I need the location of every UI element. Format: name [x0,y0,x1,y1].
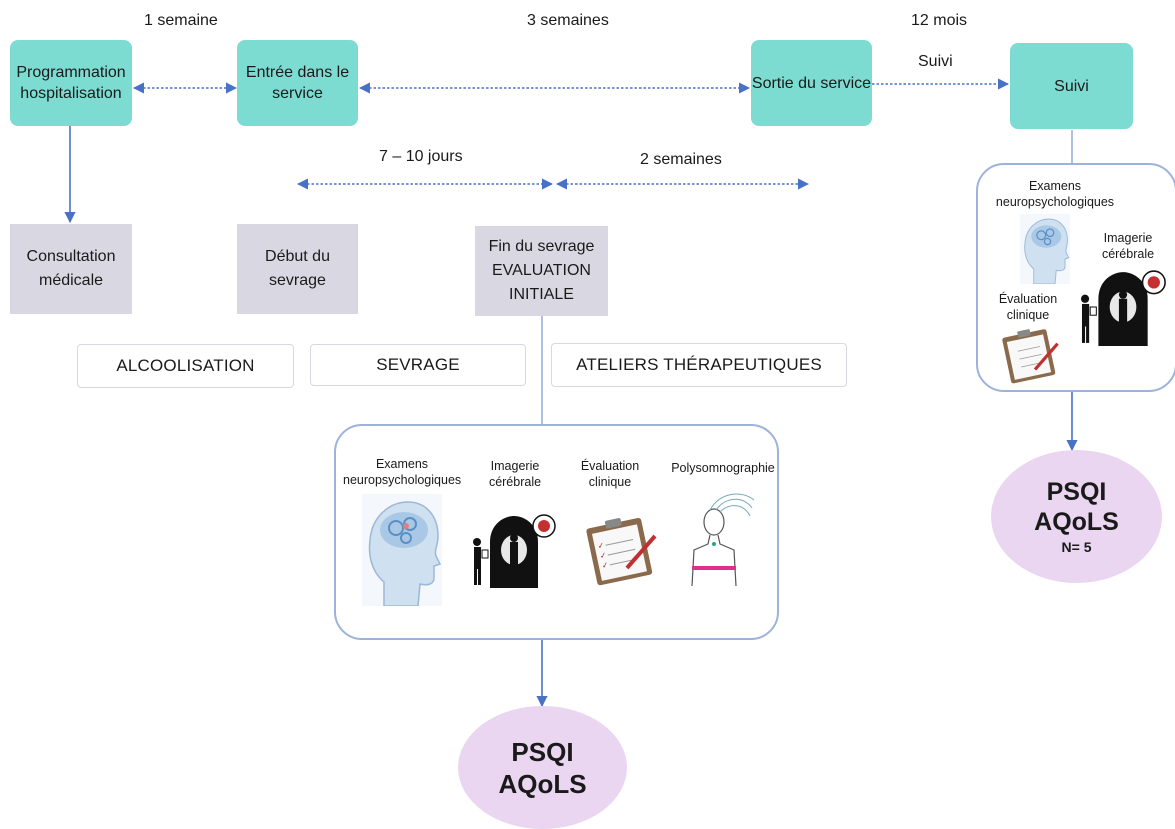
eval-clinique-label: Évaluation clinique [580,459,640,489]
step-suivi: Suivi [1010,43,1133,129]
step-sortie-label: Sortie du service [751,74,872,92]
mri-scanner-icon [473,514,556,588]
outcome-suivi-n: N= 5 [1061,538,1092,555]
step-entree-label: Entrée dans le service [245,64,350,102]
outcome-initial: PSQI AQoLS [458,706,627,829]
outcome-suivi: PSQI AQoLS N= 5 [991,450,1162,583]
svg-text:✓: ✓ [599,550,607,560]
outcome-initial-psqi: PSQI [511,736,574,767]
phase-ateliers: ATELIERS THÉRAPEUTIQUES [551,343,847,387]
svg-text:✓: ✓ [601,560,609,570]
step-entree: Entrée dans le service [237,40,358,126]
event-consultation-label: Consultation médicale [26,248,116,289]
event-debut-sevrage: Début du sevrage [237,224,358,314]
brain-head-icon [1020,214,1070,284]
duration-1-semaine: 1 semaine [144,12,218,29]
event-fin-label: Fin du sevrage EVALUATION INITIALE [488,238,595,303]
outcome-suivi-aqols: AQoLS [1034,507,1119,536]
eval-imagerie-label: Imagerie cérébrale [488,459,542,489]
event-debut-label: Début du sevrage [265,248,330,289]
brain-head-icon [362,494,442,606]
phase-alcoolisation: ALCOOLISATION [77,344,294,388]
outcome-suivi-psqi: PSQI [1046,477,1107,506]
step-programmation-label: Programmation hospitalisation [16,64,126,102]
suivi-neuro-label: Examens neuropsychologiques [995,179,1115,209]
step-sortie: Sortie du service [751,40,872,126]
polysomnography-icon [686,486,758,586]
suivi-clinique-label: Évaluation clinique [998,292,1058,322]
eval-polysomno-label: Polysomnographie [671,461,775,475]
outcome-initial-aqols: AQoLS [498,768,587,799]
duration-2-semaines: 2 semaines [640,151,722,168]
duration-3-semaines: 3 semaines [527,12,609,29]
phase-sevrage: SEVRAGE [310,344,526,386]
suivi-imagerie-label: Imagerie cérébrale [1101,231,1155,261]
clipboard-icon [1002,329,1059,384]
step-suivi-label: Suivi [1054,77,1089,95]
label-suivi-arrow: Suivi [918,53,953,70]
duration-7-10-jours: 7 – 10 jours [379,148,463,165]
clipboard-icon: ✓ ✓ ✓ [586,517,657,586]
event-consultation: Consultation médicale [10,224,132,314]
event-fin-sevrage: Fin du sevrage EVALUATION INITIALE [475,226,608,316]
step-programmation: Programmation hospitalisation [10,40,132,126]
mri-scanner-icon [1080,270,1166,346]
phase-ateliers-label: ATELIERS THÉRAPEUTIQUES [576,355,822,374]
eval-neuro-label: Examens neuropsychologiques [343,457,462,487]
duration-12-mois: 12 mois [911,12,968,29]
phase-sevrage-label: SEVRAGE [376,355,460,374]
phase-alcoolisation-label: ALCOOLISATION [116,356,255,375]
svg-text:✓: ✓ [597,541,605,551]
